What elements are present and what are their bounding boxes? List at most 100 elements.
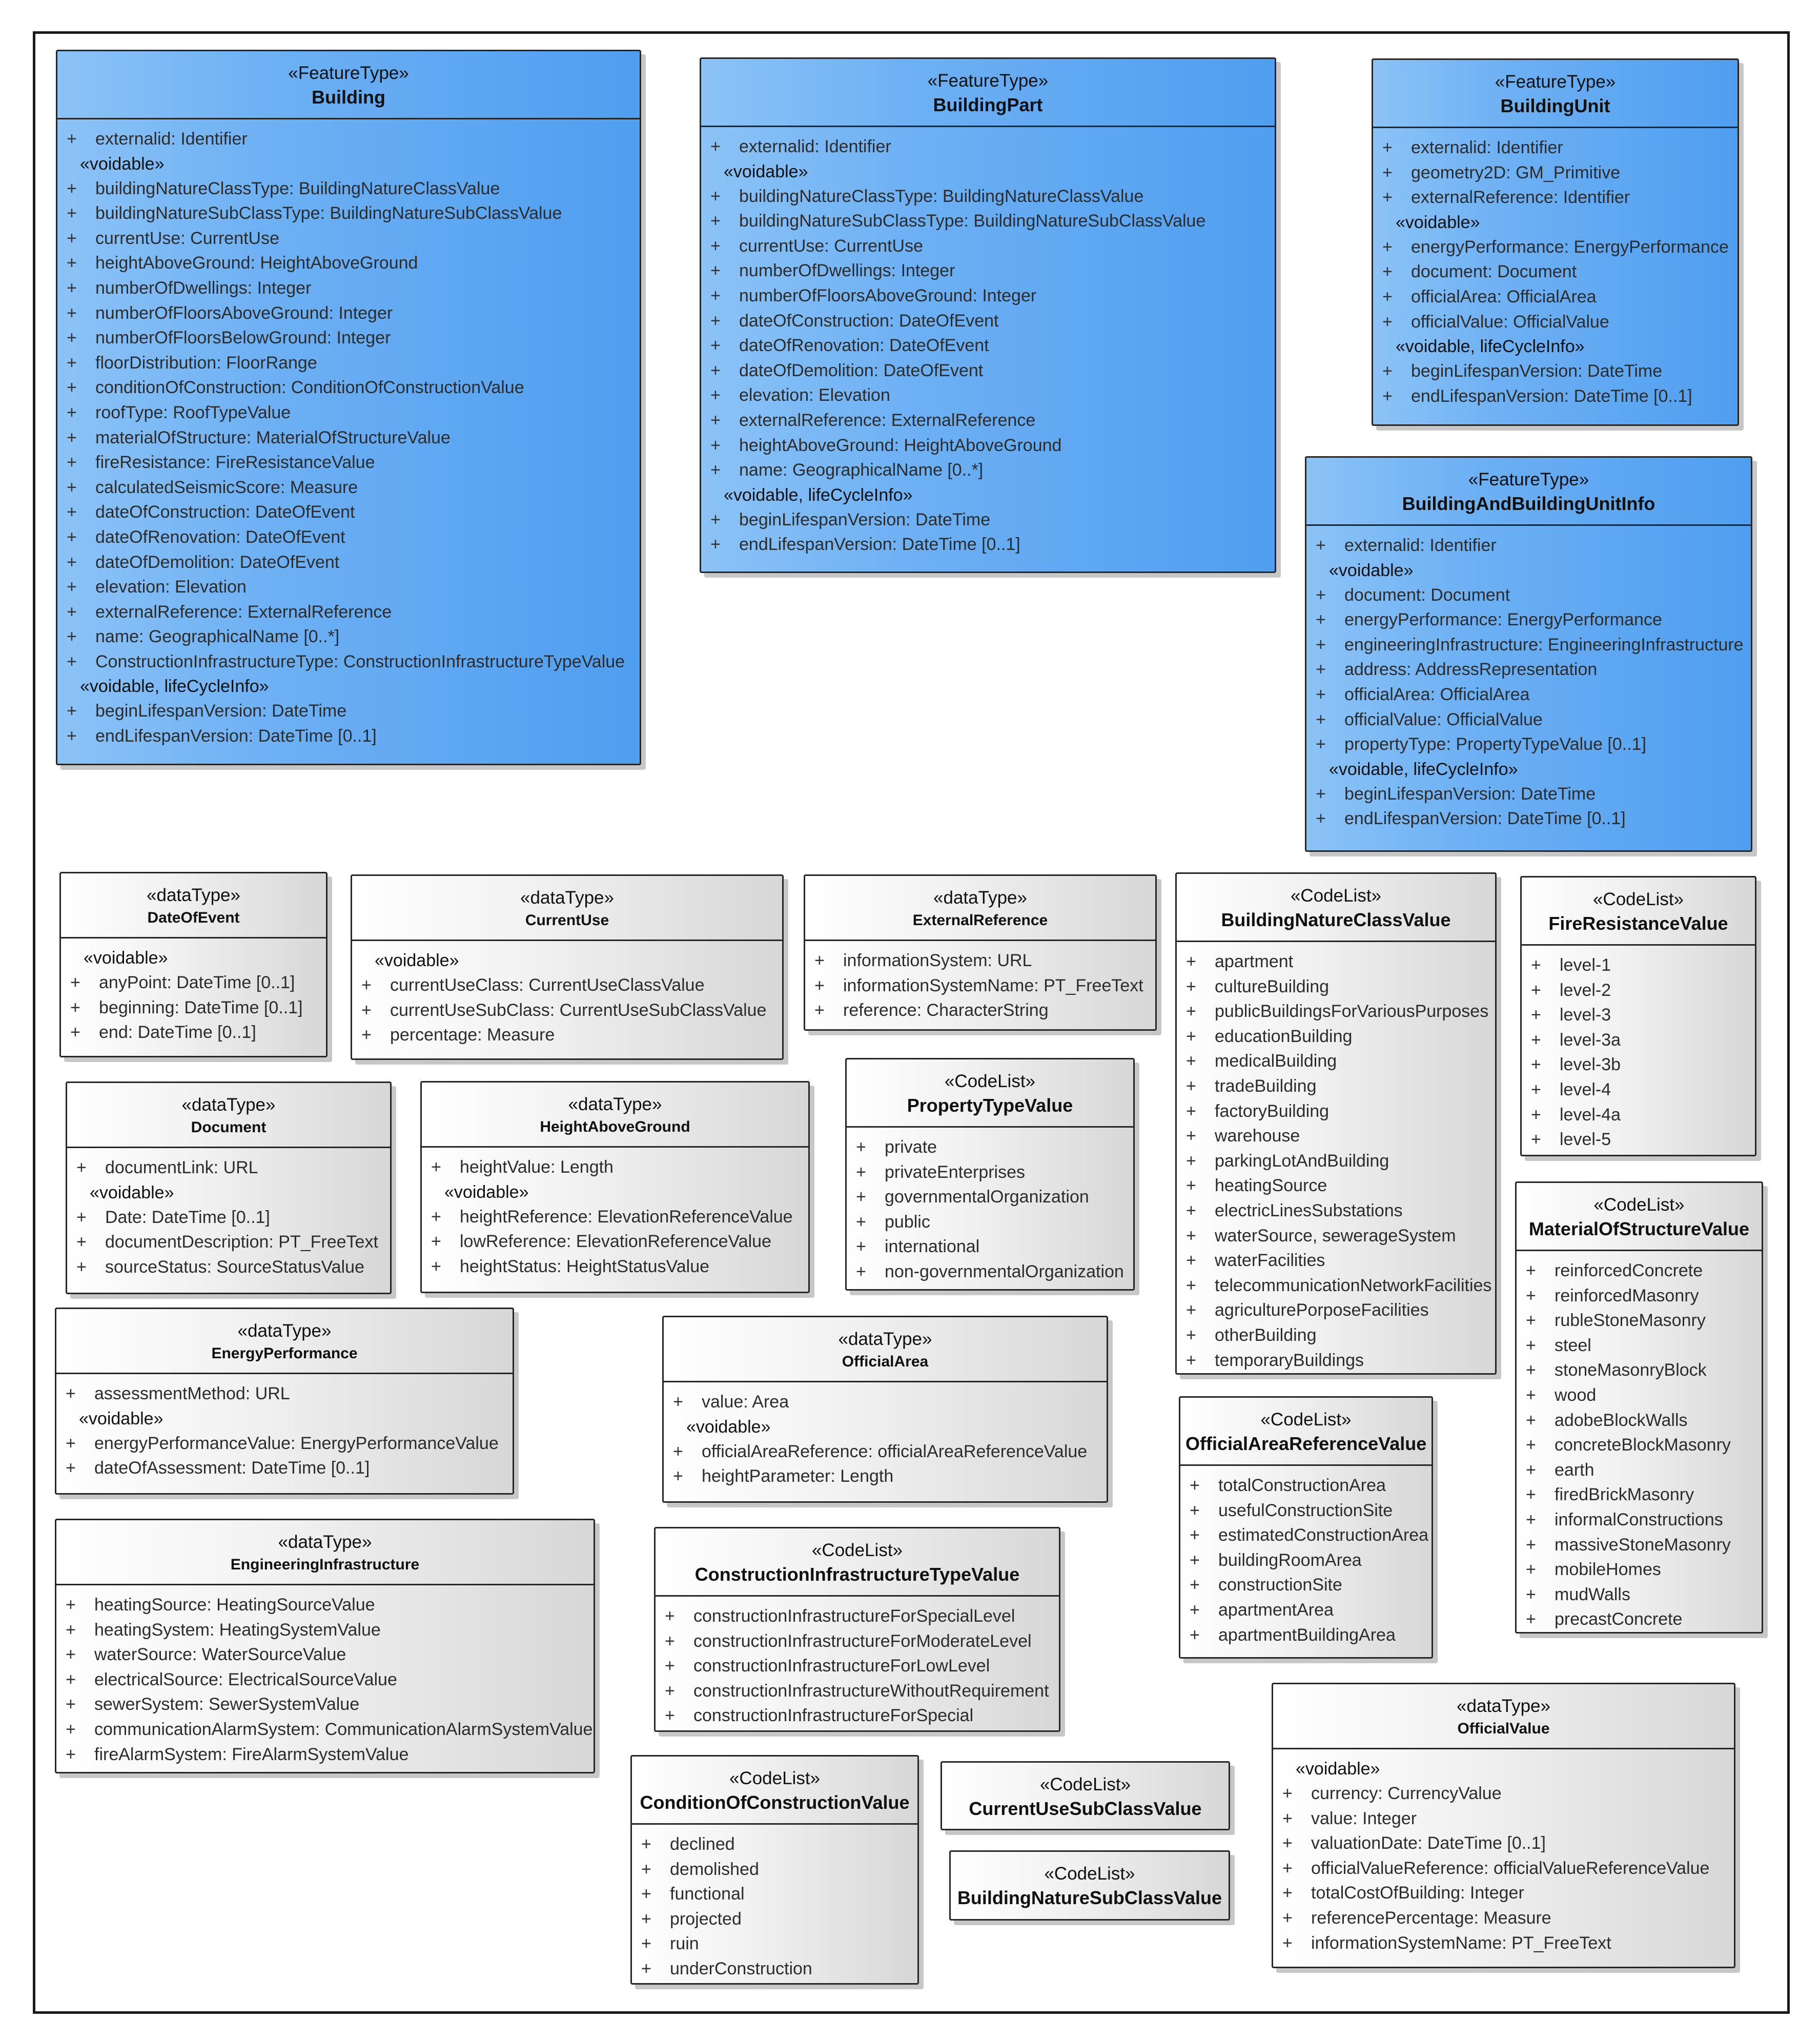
attribute-height-parameter[interactable]: heightParameter: Length [664, 1464, 1107, 1489]
class-official-area-reference-value[interactable]: «CodeList»OfficialAreaReferenceValuetota… [1179, 1396, 1433, 1659]
attribute-end-lifespan-version[interactable]: endLifespanVersion: DateTime [0..1] [701, 532, 1275, 557]
attribute-document-description[interactable]: documentDescription: PT_FreeText [67, 1230, 390, 1255]
attribute-ruble-stone-masonry[interactable]: rubleStoneMasonry [1517, 1308, 1762, 1333]
attribute-level-2[interactable]: level-2 [1522, 978, 1755, 1003]
attribute-declined[interactable]: declined [632, 1832, 917, 1857]
attribute-value[interactable]: value: Area [664, 1390, 1107, 1415]
attribute-assessment-method[interactable]: assessmentMethod: URL [56, 1381, 513, 1406]
class-date-of-event[interactable]: «dataType»DateOfEvent«voidable»anyPoint:… [59, 872, 328, 1057]
attribute-parking-lot-and-building[interactable]: parkingLotAndBuilding [1177, 1149, 1495, 1174]
attribute-stone-masonry-block[interactable]: stoneMasonryBlock [1517, 1358, 1762, 1383]
attribute-date-of-construction[interactable]: dateOfConstruction: DateOfEvent [57, 500, 640, 525]
attribute-construction-infrastructure-for-moderate-level[interactable]: constructionInfrastructureForModerateLev… [656, 1629, 1059, 1654]
class-fire-resistance-value[interactable]: «CodeList»FireResistanceValuelevel-1leve… [1520, 876, 1756, 1156]
attribute-level-3[interactable]: level-3 [1522, 1003, 1755, 1028]
attribute-electric-lines-substations[interactable]: electricLinesSubstations [1177, 1198, 1495, 1223]
attribute-reference-percentage[interactable]: referencePercentage: Measure [1273, 1906, 1734, 1931]
attribute-energy-performance-value[interactable]: energyPerformanceValue: EnergyPerformanc… [56, 1431, 513, 1456]
attribute-under-construction[interactable]: underConstruction [632, 1956, 917, 1982]
attribute-reference[interactable]: reference: CharacterString [805, 998, 1155, 1023]
attribute-date-of-demolition[interactable]: dateOfDemolition: DateOfEvent [57, 550, 640, 575]
attribute-geometry2-d[interactable]: geometry2D: GM_Primitive [1373, 160, 1737, 186]
attribute-address[interactable]: address: AddressRepresentation [1306, 657, 1751, 682]
attribute-end[interactable]: end: DateTime [0..1] [61, 1020, 326, 1045]
attribute-end-lifespan-version[interactable]: endLifespanVersion: DateTime [0..1] [57, 724, 640, 749]
attribute-total-construction-area[interactable]: totalConstructionArea [1180, 1473, 1432, 1498]
attribute-level-3a[interactable]: level-3a [1522, 1028, 1755, 1053]
attribute-external-reference[interactable]: externalReference: ExternalReference [57, 600, 640, 625]
attribute-energy-performance[interactable]: energyPerformance: EnergyPerformance [1373, 235, 1737, 260]
attribute-water-facilities[interactable]: waterFacilities [1177, 1248, 1495, 1273]
attribute-fire-alarm-system[interactable]: fireAlarmSystem: FireAlarmSystemValue [56, 1742, 594, 1767]
attribute-property-type[interactable]: propertyType: PropertyTypeValue [0..1] [1306, 732, 1751, 757]
attribute-number-of-floors-above-ground[interactable]: numberOfFloorsAboveGround: Integer [57, 301, 640, 326]
attribute-building-nature-sub-class-type[interactable]: buildingNatureSubClassType: BuildingNatu… [701, 209, 1275, 234]
attribute-sewer-system[interactable]: sewerSystem: SewerSystemValue [56, 1692, 594, 1717]
attribute-externalid[interactable]: externalid: Identifier [1306, 533, 1751, 558]
attribute-construction-infrastructure-for-special[interactable]: constructionInfrastructureForSpecial [656, 1703, 1059, 1728]
class-condition-of-construction-value[interactable]: «CodeList»ConditionOfConstructionValuede… [630, 1755, 919, 1985]
attribute-elevation[interactable]: elevation: Elevation [701, 383, 1275, 408]
attribute-end-lifespan-version[interactable]: endLifespanVersion: DateTime [0..1] [1373, 384, 1737, 409]
attribute-begin-lifespan-version[interactable]: beginLifespanVersion: DateTime [701, 507, 1275, 533]
class-building[interactable]: «FeatureType»Buildingexternalid: Identif… [56, 50, 641, 765]
attribute-externalid[interactable]: externalid: Identifier [1373, 135, 1737, 160]
attribute-ruin[interactable]: ruin [632, 1931, 917, 1956]
attribute-energy-performance[interactable]: energyPerformance: EnergyPerformance [1306, 607, 1751, 632]
attribute-information-system[interactable]: informationSystem: URL [805, 948, 1155, 973]
attribute-construction-infrastructure-without-requirement[interactable]: constructionInfrastructureWithoutRequire… [656, 1679, 1059, 1704]
class-building-part[interactable]: «FeatureType»BuildingPartexternalid: Ide… [700, 57, 1276, 573]
attribute-building-nature-class-type[interactable]: buildingNatureClassType: BuildingNatureC… [701, 184, 1275, 209]
attribute-beginning[interactable]: beginning: DateTime [0..1] [61, 995, 326, 1020]
attribute-current-use[interactable]: currentUse: CurrentUse [701, 234, 1275, 259]
attribute-mobile-homes[interactable]: mobileHomes [1517, 1557, 1762, 1582]
attribute-water-source[interactable]: waterSource: WaterSourceValue [56, 1642, 594, 1667]
attribute-number-of-floors-above-ground[interactable]: numberOfFloorsAboveGround: Integer [701, 283, 1275, 309]
class-building-nature-sub-class-value[interactable]: «CodeList»BuildingNatureSubClassValue [949, 1850, 1230, 1921]
class-property-type-value[interactable]: «CodeList»PropertyTypeValueprivateprivat… [845, 1058, 1135, 1291]
attribute-document[interactable]: document: Document [1306, 583, 1751, 608]
attribute-steel[interactable]: steel [1517, 1333, 1762, 1358]
attribute-massive-stone-masonry[interactable]: massiveStoneMasonry [1517, 1533, 1762, 1558]
attribute-date-of-construction[interactable]: dateOfConstruction: DateOfEvent [701, 309, 1275, 334]
attribute-reinforced-masonry[interactable]: reinforcedMasonry [1517, 1283, 1762, 1309]
attribute-official-value[interactable]: officialValue: OfficialValue [1373, 310, 1737, 335]
class-document[interactable]: «dataType»DocumentdocumentLink: URL«void… [66, 1081, 392, 1294]
attribute-apartment-building-area[interactable]: apartmentBuildingArea [1180, 1623, 1432, 1648]
attribute-heating-source[interactable]: heatingSource: HeatingSourceValue [56, 1593, 594, 1618]
attribute-calculated-seismic-score[interactable]: calculatedSeismicScore: Measure [57, 475, 640, 500]
class-height-above-ground[interactable]: «dataType»HeightAboveGroundheightValue: … [420, 1081, 810, 1293]
attribute-official-value[interactable]: officialValue: OfficialValue [1306, 707, 1751, 732]
class-official-area[interactable]: «dataType»OfficialAreavalue: Area«voidab… [662, 1316, 1108, 1503]
attribute-factory-building[interactable]: factoryBuilding [1177, 1099, 1495, 1124]
attribute-end-lifespan-version[interactable]: endLifespanVersion: DateTime [0..1] [1306, 806, 1751, 831]
attribute-level-4a[interactable]: level-4a [1522, 1103, 1755, 1128]
attribute-valuation-date[interactable]: valuationDate: DateTime [0..1] [1273, 1831, 1734, 1856]
class-energy-performance[interactable]: «dataType»EnergyPerformanceassessmentMet… [55, 1308, 514, 1495]
attribute-building-nature-class-type[interactable]: buildingNatureClassType: BuildingNatureC… [57, 176, 640, 201]
attribute-temporary-buildings[interactable]: temporaryBuildings [1177, 1348, 1495, 1373]
class-current-use-sub-class-value[interactable]: «CodeList»CurrentUseSubClassValue [940, 1761, 1230, 1830]
class-external-reference[interactable]: «dataType»ExternalReferenceinformationSy… [804, 874, 1157, 1031]
attribute-adobe-block-walls[interactable]: adobeBlockWalls [1517, 1408, 1762, 1433]
attribute-level-1[interactable]: level-1 [1522, 953, 1755, 978]
attribute-construction-infrastructure-for-low-level[interactable]: constructionInfrastructureForLowLevel [656, 1654, 1059, 1679]
attribute-medical-building[interactable]: medicalBuilding [1177, 1049, 1495, 1074]
attribute-trade-building[interactable]: tradeBuilding [1177, 1074, 1495, 1099]
attribute-condition-of-construction[interactable]: conditionOfConstruction: ConditionOfCons… [57, 375, 640, 400]
attribute-number-of-dwellings[interactable]: numberOfDwellings: Integer [57, 276, 640, 301]
attribute-percentage[interactable]: percentage: Measure [352, 1023, 782, 1048]
attribute-external-reference[interactable]: externalReference: ExternalReference [701, 408, 1275, 433]
attribute-reinforced-concrete[interactable]: reinforcedConcrete [1517, 1258, 1762, 1283]
attribute-fire-resistance[interactable]: fireResistance: FireResistanceValue [57, 450, 640, 475]
attribute-heating-source[interactable]: heatingSource [1177, 1173, 1495, 1198]
class-material-of-structure-value[interactable]: «CodeList»MaterialOfStructureValuereinfo… [1515, 1181, 1763, 1634]
class-engineering-infrastructure[interactable]: «dataType»EngineeringInfrastructureheati… [55, 1519, 595, 1773]
attribute-official-area[interactable]: officialArea: OfficialArea [1306, 682, 1751, 707]
attribute-level-5[interactable]: level-5 [1522, 1127, 1755, 1152]
attribute-low-reference[interactable]: lowReference: ElevationReferenceValue [422, 1229, 808, 1254]
attribute-useful-construction-site[interactable]: usefulConstructionSite [1180, 1498, 1432, 1523]
attribute-international[interactable]: international [847, 1234, 1133, 1259]
class-building-unit[interactable]: «FeatureType»BuildingUnitexternalid: Ide… [1372, 58, 1739, 426]
attribute-fired-brick-masonry[interactable]: firedBrickMasonry [1517, 1482, 1762, 1507]
